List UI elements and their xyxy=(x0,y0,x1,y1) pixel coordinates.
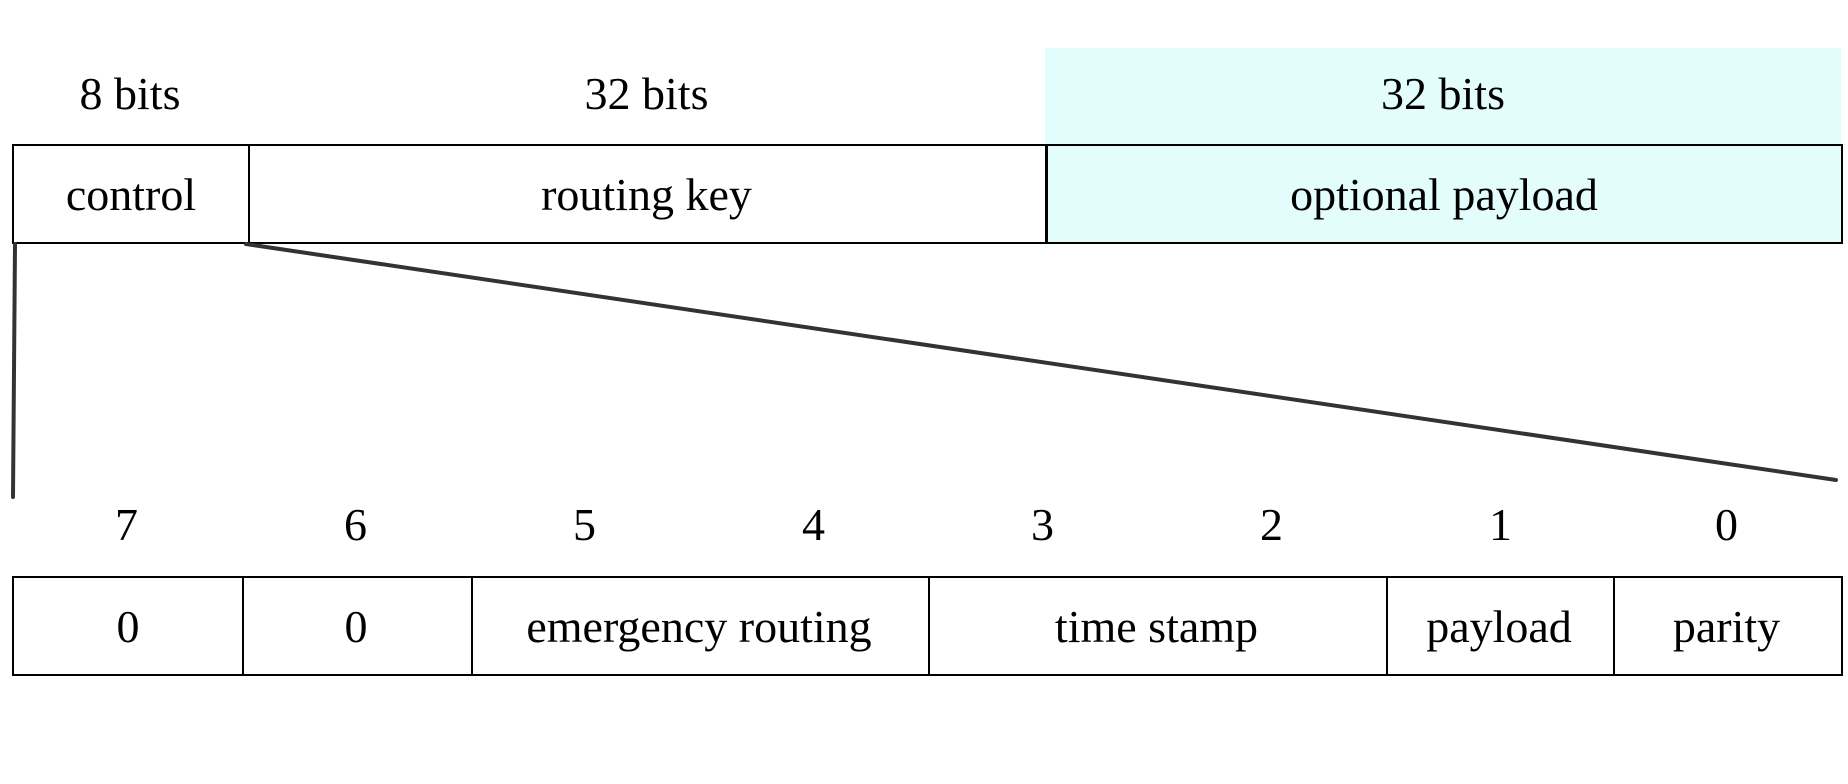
optional-payload-highlight xyxy=(1045,48,1841,244)
size-label-optional-payload: 32 bits xyxy=(1381,68,1505,119)
control-payload-bit: payload xyxy=(1385,576,1615,676)
bit-number-1: 1 xyxy=(1489,499,1512,550)
control-emergency-routing: emergency routing xyxy=(470,576,930,676)
field-control: control xyxy=(12,144,250,244)
bit-number-7: 7 xyxy=(115,499,138,550)
bit-number-4: 4 xyxy=(802,499,825,550)
field-optional-payload: optional payload xyxy=(1045,144,1843,244)
bit-number-6: 6 xyxy=(344,499,367,550)
bit-number-2: 2 xyxy=(1260,499,1283,550)
size-label-control: 8 bits xyxy=(79,68,181,119)
field-routing-key: routing key xyxy=(247,144,1048,244)
bit-number-3: 3 xyxy=(1031,499,1054,550)
control-parity-bit: parity xyxy=(1612,576,1843,676)
control-bit-6: 0 xyxy=(241,576,473,676)
expansion-line-left xyxy=(11,242,17,499)
bit-number-0: 0 xyxy=(1715,499,1738,550)
bit-number-5: 5 xyxy=(573,499,596,550)
control-time-stamp: time stamp xyxy=(927,576,1388,676)
size-label-routing-key: 32 bits xyxy=(584,68,709,119)
control-bit-7: 0 xyxy=(12,576,244,676)
expansion-line-right xyxy=(244,242,1838,482)
